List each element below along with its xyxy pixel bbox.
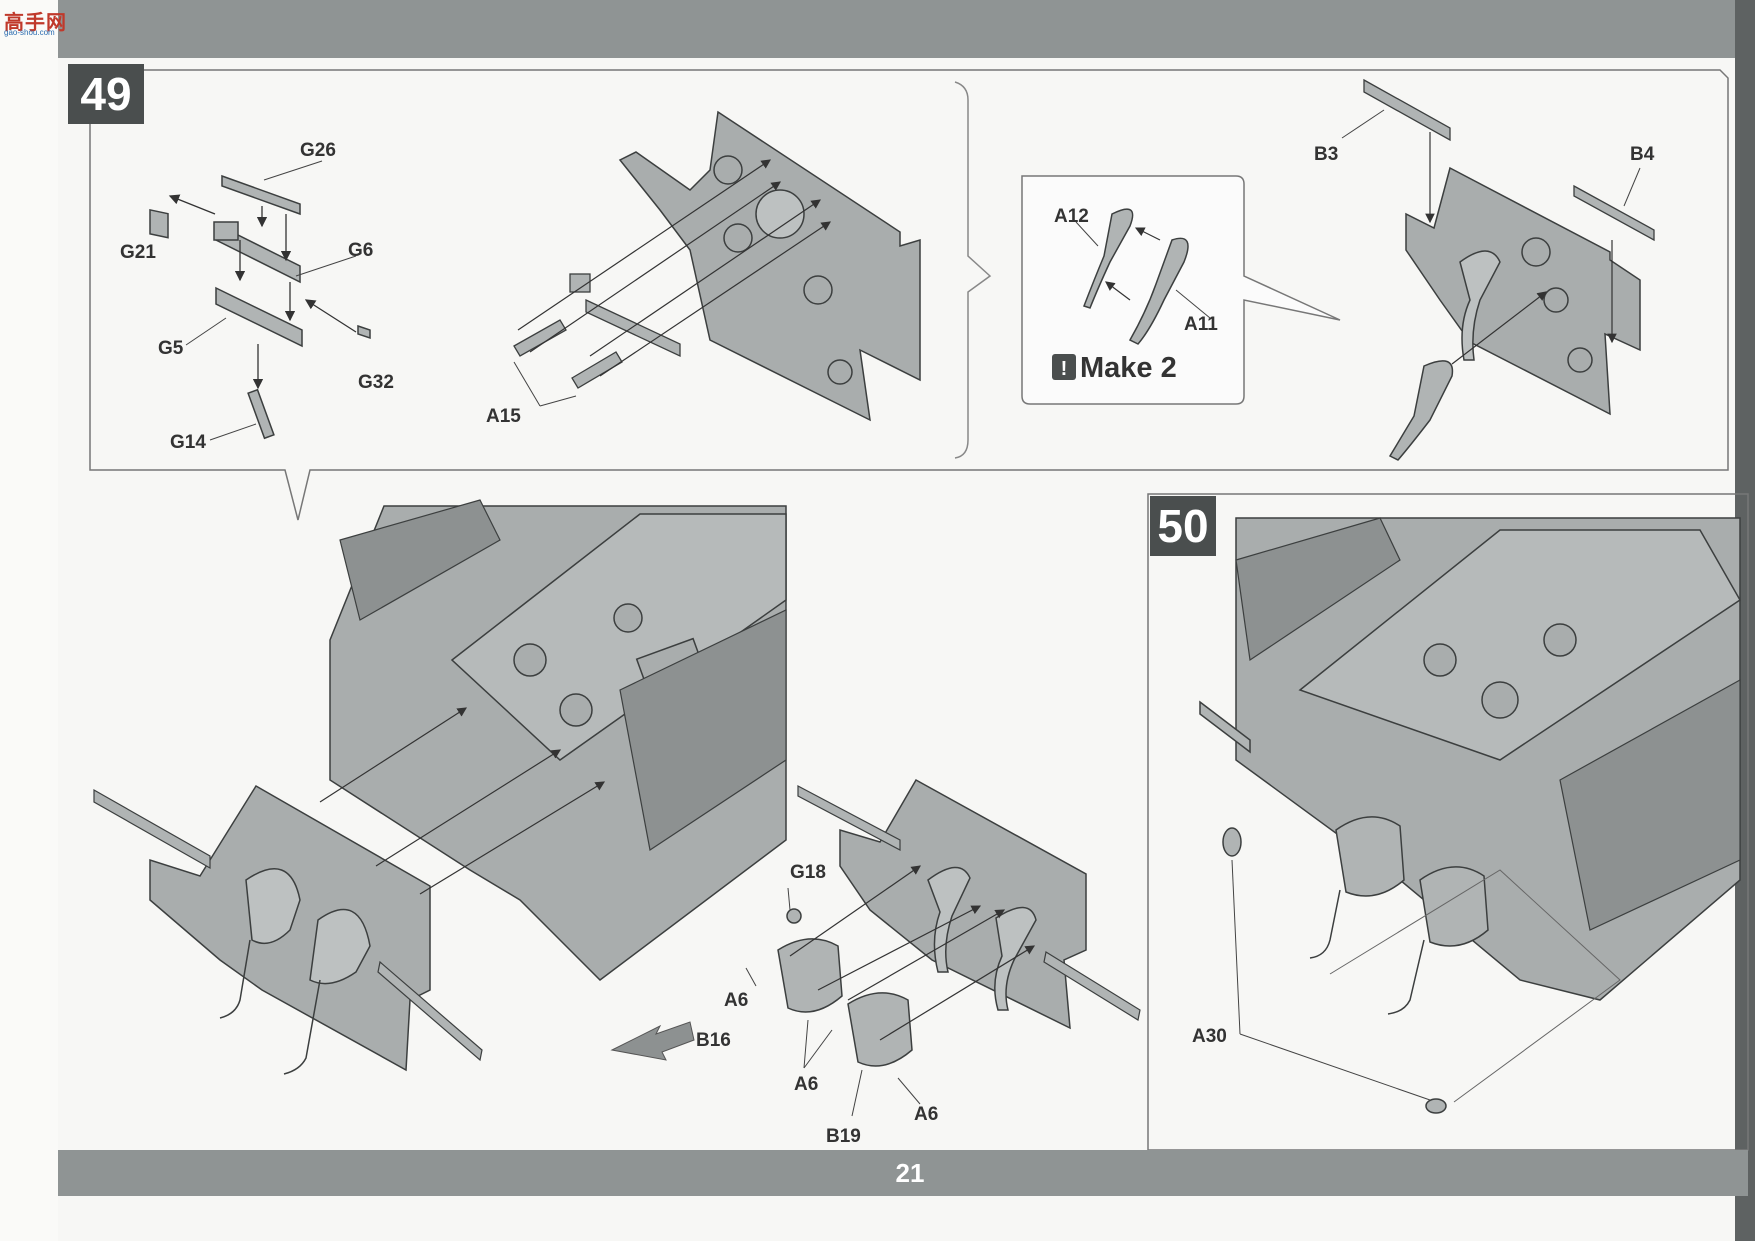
binding-margin (0, 0, 58, 1241)
part-label-b16: B16 (696, 1030, 731, 1051)
watermark-logo-sub: gao-shou.com (4, 28, 55, 37)
part-label-g5: G5 (158, 338, 184, 359)
exhaust-guard-parts (513, 273, 681, 389)
step50-highlight-box (1329, 869, 1621, 1103)
muffler-covers (777, 908, 913, 1067)
step49-callout-frame (89, 69, 1729, 521)
make2-inset-frame (1021, 175, 1341, 405)
part-label-g21: G21 (120, 242, 156, 263)
callout-divider (954, 81, 992, 459)
make2-warning-icon (1052, 354, 1076, 380)
part-label-a6-middle: A6 (794, 1074, 819, 1095)
part-label-a30: A30 (1192, 1026, 1227, 1047)
watermark-logo-text: 高手网 (4, 12, 67, 34)
top-armor-b3 (1363, 78, 1655, 242)
rear-plate-upper (618, 110, 921, 422)
rear-plate-lower-middle (839, 778, 1087, 1030)
rear-armor-flaps (93, 788, 483, 1062)
part-label-g6: G6 (348, 240, 374, 261)
step-50-badge: 50 (1150, 496, 1216, 556)
part-label-a11: A11 (1184, 314, 1218, 335)
part-label-b3: B3 (1314, 144, 1339, 165)
right-exhaust-loose (1388, 360, 1454, 461)
small-parts-arrows (168, 194, 357, 390)
top-band (0, 0, 1755, 58)
part-label-g32: G32 (358, 372, 394, 393)
leader-lines (185, 109, 1641, 1117)
part-label-g14: G14 (170, 432, 206, 453)
rear-plate-right (1405, 166, 1641, 416)
step50-frame (1147, 493, 1749, 1151)
svg-text:!: ! (1061, 358, 1068, 380)
plate-assembly-arrows (517, 159, 831, 377)
step50-rear-detail (1199, 700, 1489, 1114)
rear-plate-lower-left (149, 784, 431, 1075)
part-label-a12: A12 (1054, 206, 1089, 227)
hull-lower-left (329, 505, 787, 981)
part-label-a6-right: A6 (914, 1104, 939, 1125)
make-2-note: Make 2 (1080, 352, 1177, 384)
small-parts-group (149, 174, 371, 440)
step-49-badge: 49 (68, 64, 144, 124)
part-label-b19: B19 (826, 1126, 861, 1147)
watermark-logo: 高手网 gao-shou.com (4, 6, 70, 40)
inset-exhaust-pipes (1083, 208, 1189, 345)
direction-arrow (610, 1021, 695, 1061)
part-label-g26: G26 (300, 140, 336, 161)
part-label-a6-left: A6 (724, 990, 749, 1011)
page-number: 21 (895, 1158, 925, 1188)
page-edge (1735, 0, 1755, 1241)
rear-armor-flaps-mid (797, 785, 1141, 1021)
part-label-b4: B4 (1630, 144, 1655, 165)
part-label-a15: A15 (486, 406, 521, 427)
track-left-upper (339, 499, 787, 851)
bottom-band (58, 1150, 1748, 1196)
track-step50 (1235, 517, 1741, 931)
part-label-g18: G18 (790, 862, 826, 883)
